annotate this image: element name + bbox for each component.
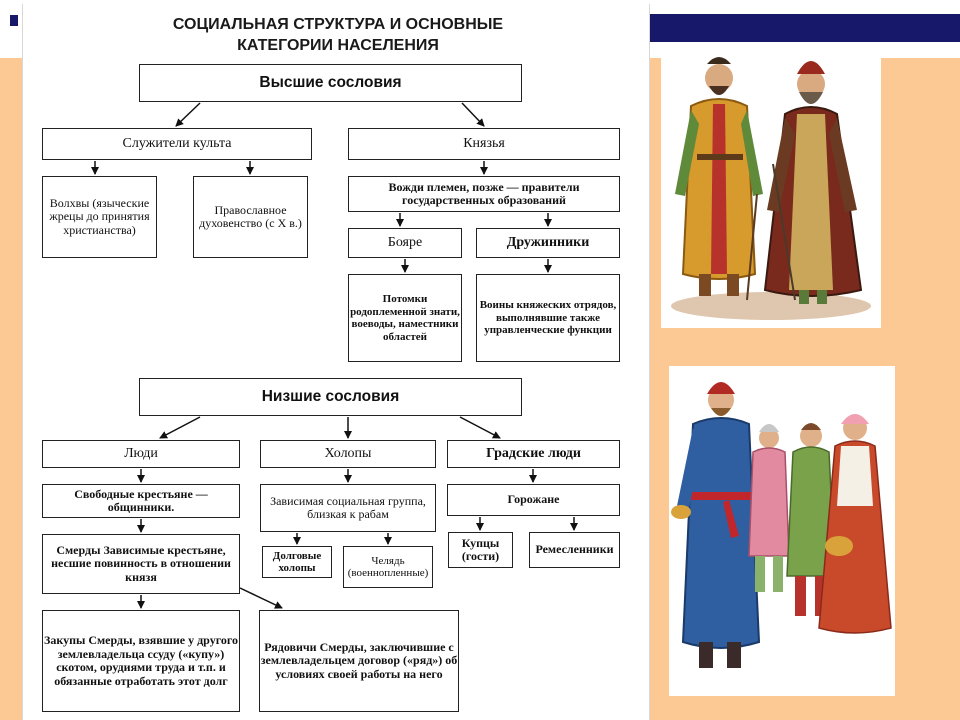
volkhvy-box: Волхвы (языческие жрецы до принятия хрис… <box>42 176 157 258</box>
commoners-figures <box>671 382 892 668</box>
nobles-illustration <box>661 44 881 328</box>
title-strip <box>648 14 960 42</box>
druzhina-desc-box: Воины княжеских отрядов, выполнявшие так… <box>476 274 620 362</box>
title-line-2: КАТЕГОРИИ НАСЕЛЕНИЯ <box>237 37 439 54</box>
corner-mark <box>10 15 18 26</box>
tribal-leaders-box: Вожди племен, позже — правители государс… <box>348 176 620 212</box>
arrow-smerdy-to-ryadovichi <box>239 587 283 609</box>
commoner-boy-figure <box>748 424 790 592</box>
zakupy-box: Закупы Смерды, взявшие у другого землевл… <box>42 610 240 712</box>
orthodox-clergy-box: Православное духовенство (с X в.) <box>193 176 308 258</box>
townsfolk-box: Горожане <box>447 484 620 516</box>
chelyad-box: Челядь (военнопленные) <box>343 546 433 588</box>
ryadovichi-box: Рядовичи Смерды, заключившие с землевлад… <box>259 610 459 712</box>
princes-box: Князья <box>348 128 620 160</box>
arrow-upper-to-princes <box>461 102 485 127</box>
commoners-illustration <box>669 366 895 696</box>
debt-kholopy-box: Долговые холопы <box>262 546 332 578</box>
upper-estates-box: Высшие сословия <box>139 64 522 102</box>
boyars-desc-box: Потомки родоплеменной знати, воеводы, на… <box>348 274 462 362</box>
boyars-box: Бояре <box>348 228 462 258</box>
town-people-box: Градские люди <box>447 440 620 468</box>
dependent-group-box: Зависимая социальная группа, близкая к р… <box>260 484 436 532</box>
diagram-panel: СОЦИАЛЬНАЯ СТРУКТУРА И ОСНОВНЫЕ КАТЕГОРИ… <box>22 4 650 720</box>
artisans-box: Ремесленники <box>529 532 620 568</box>
smerdy-box: Смерды Зависимые крестьяне, несшие повин… <box>42 534 240 594</box>
noble-right-figure <box>763 61 863 304</box>
lower-estates-box: Низшие сословия <box>139 378 522 416</box>
commoner-man-figure <box>671 382 761 668</box>
arrow-lower-to-people <box>159 416 201 439</box>
commoner-youth-figure <box>786 423 836 616</box>
druzhina-box: Дружинники <box>476 228 620 258</box>
title-line-1: СОЦИАЛЬНАЯ СТРУКТУРА И ОСНОВНЫЕ <box>172 16 504 33</box>
noble-left-figure <box>675 57 763 301</box>
commoner-woman-figure <box>818 414 892 634</box>
arrow-lower-to-town <box>459 416 501 439</box>
merchants-box: Купцы (гости) <box>448 532 513 568</box>
kholopy-box: Холопы <box>260 440 436 468</box>
free-peasants-box: Свободные крестьяне — общинники. <box>42 484 240 518</box>
clergy-box: Служители культа <box>42 128 312 160</box>
arrow-upper-to-clergy <box>175 102 201 127</box>
diagram-title: СОЦИАЛЬНАЯ СТРУКТУРА И ОСНОВНЫЕ КАТЕГОРИ… <box>123 14 553 56</box>
nobles-figures <box>671 57 871 320</box>
people-box: Люди <box>42 440 240 468</box>
